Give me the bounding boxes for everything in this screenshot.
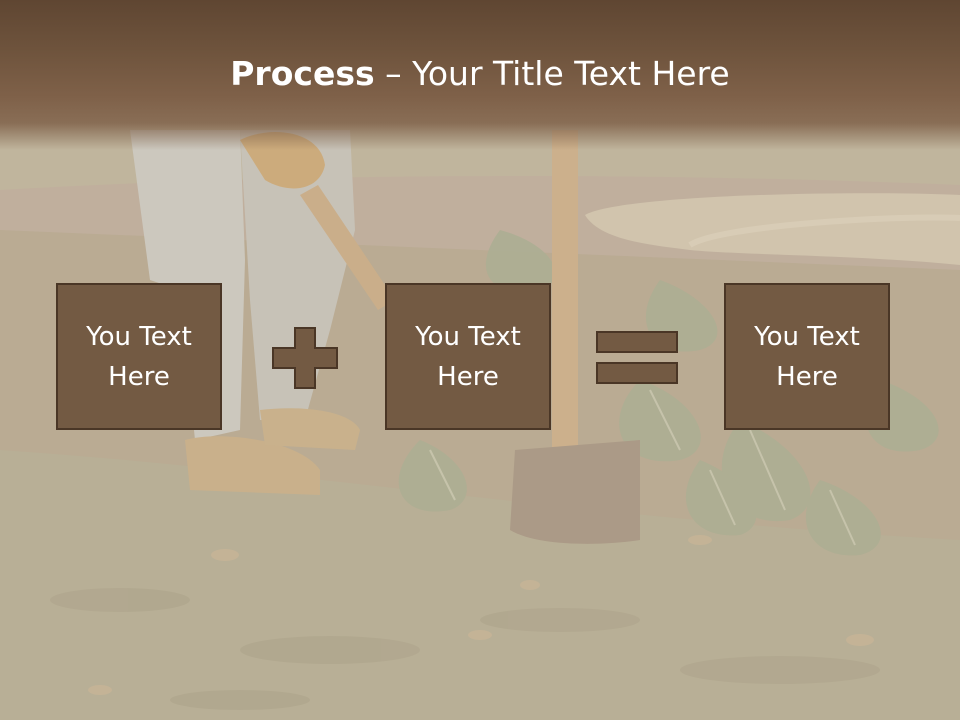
slide-title[interactable]: Process – Your Title Text Here <box>0 52 960 96</box>
process-box-2[interactable]: You Text Here <box>385 283 551 430</box>
title-bold-text: Process <box>230 54 375 93</box>
process-box-2-label: You Text Here <box>415 321 521 392</box>
process-box-1[interactable]: You Text Here <box>56 283 222 430</box>
process-box-1-label: You Text Here <box>86 321 192 392</box>
title-rest-text: – Your Title Text Here <box>374 54 730 93</box>
equals-icon <box>596 331 678 384</box>
plus-icon <box>272 327 338 389</box>
process-box-3[interactable]: You Text Here <box>724 283 890 430</box>
title-band <box>0 0 960 150</box>
process-box-3-label: You Text Here <box>754 321 860 392</box>
